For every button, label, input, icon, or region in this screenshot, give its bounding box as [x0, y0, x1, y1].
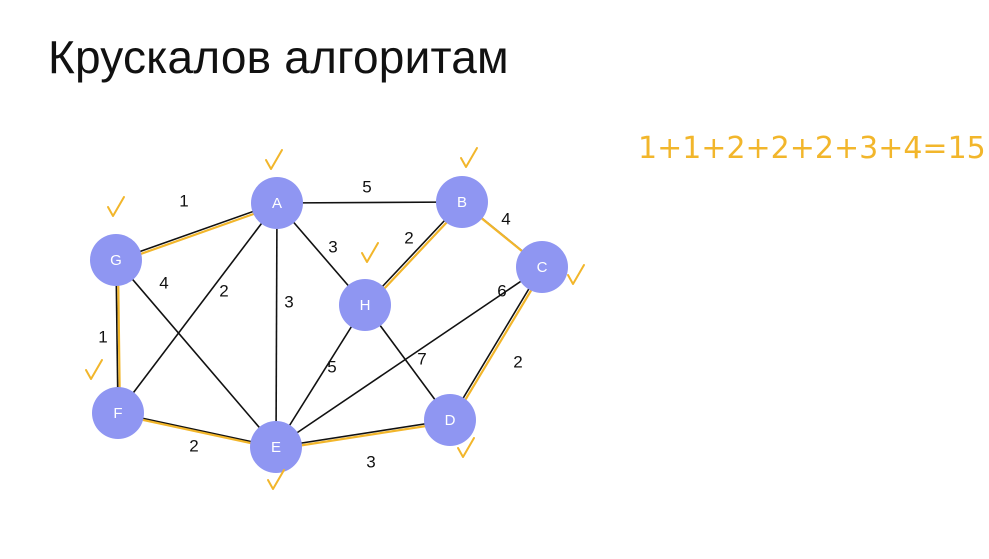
node-d: D — [424, 394, 476, 446]
node-circle-a — [251, 177, 303, 229]
edge-weight-g-e: 4 — [159, 273, 168, 292]
edge-a-b — [276, 201, 463, 204]
edge-weight-g-a: 1 — [179, 191, 188, 210]
node-label-f: F — [113, 405, 122, 422]
edge-weight-h-e: 5 — [327, 357, 336, 376]
check-mark-icon-g — [107, 196, 125, 217]
node-label-h: H — [360, 297, 371, 314]
edge-weight-f-e: 2 — [189, 436, 198, 455]
edge-weight-c-d: 2 — [513, 352, 522, 371]
node-b: B — [436, 176, 488, 228]
edge-c-d — [449, 266, 543, 421]
edge-g-e — [115, 259, 277, 448]
check-mark-icon-e — [267, 469, 285, 490]
node-circle-h — [339, 279, 391, 331]
node-circle-c — [516, 241, 568, 293]
check-mark-icon-h — [361, 242, 379, 263]
edge-weight-b-c: 4 — [501, 209, 510, 228]
check-mark-icon-d — [457, 437, 475, 458]
node-label-b: B — [457, 194, 467, 211]
node-label-c: C — [537, 259, 548, 276]
node-f: F — [92, 387, 144, 439]
edge-weight-h-d: 7 — [417, 349, 426, 368]
mst-highlight-c-d — [450, 267, 546, 424]
check-mark-icon-c — [567, 264, 585, 285]
edge-c-e — [275, 266, 543, 448]
node-label-d: D — [445, 412, 456, 429]
edge-g-a — [115, 202, 278, 261]
edge-weight-c-e: 6 — [497, 281, 506, 300]
mst-highlight-e-d — [276, 420, 454, 451]
edge-e-d — [275, 419, 451, 448]
edge-weight-g-f: 1 — [98, 327, 107, 346]
nodes-layer: A B C D E F G H — [90, 176, 568, 473]
edge-a-e — [275, 202, 278, 448]
node-circle-g — [90, 234, 142, 286]
edge-weight-a-f: 2 — [219, 281, 228, 300]
checkmarks-layer — [85, 147, 585, 490]
edge-weight-a-h: 3 — [328, 237, 337, 256]
edge-weights-layer: 1 5 3 2 3 4 1 2 4 6 2 5 7 2 3 — [98, 177, 522, 471]
edge-weight-e-d: 3 — [366, 452, 375, 471]
node-e: E — [250, 421, 302, 473]
node-circle-f — [92, 387, 144, 439]
check-mark-icon-b — [460, 147, 478, 168]
weight-sum-annotation: 1+1+2+2+2+3+4=15 — [638, 131, 986, 166]
edge-weight-b-h: 2 — [404, 228, 413, 247]
check-mark-icon-a — [265, 149, 283, 170]
node-c: C — [516, 241, 568, 293]
node-circle-e — [250, 421, 302, 473]
mst-highlight-g-a — [116, 203, 281, 264]
check-mark-icon-f — [85, 359, 103, 380]
edge-f-e — [117, 412, 277, 448]
node-label-e: E — [271, 439, 281, 456]
node-a: A — [251, 177, 303, 229]
edge-a-f — [117, 202, 278, 414]
node-label-a: A — [272, 195, 282, 212]
slide-title: Крускалов алгоритам — [48, 31, 509, 83]
edge-weight-a-e: 3 — [284, 292, 293, 311]
node-label-g: G — [110, 252, 122, 269]
node-g: G — [90, 234, 142, 286]
edge-weight-a-b: 5 — [362, 177, 371, 196]
node-circle-d — [424, 394, 476, 446]
edge-h-e — [275, 304, 366, 448]
node-circle-b — [436, 176, 488, 228]
node-h: H — [339, 279, 391, 331]
